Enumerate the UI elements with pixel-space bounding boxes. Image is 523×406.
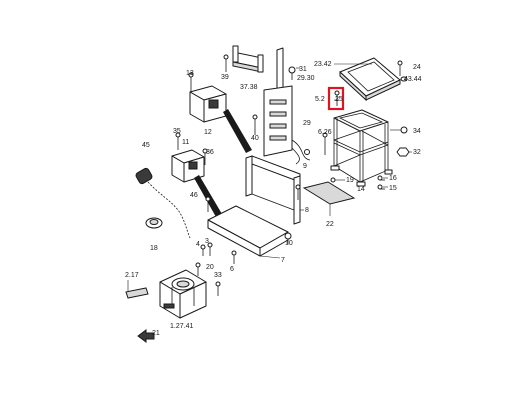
label-1-27-41: 1.27.41 <box>170 323 193 330</box>
screw-16 <box>377 175 385 181</box>
label-19: 19 <box>346 177 354 184</box>
screw-15 <box>377 184 385 190</box>
base-plate-7 <box>207 205 289 257</box>
leader-lines <box>127 63 412 292</box>
screw-19 <box>330 177 336 183</box>
screw-6-26 <box>322 132 328 155</box>
label-16: 16 <box>389 175 397 182</box>
assembly-arrow-upper <box>223 109 252 153</box>
label-23-42: 23.42 <box>314 61 332 68</box>
assembly-arrow-lower <box>194 175 222 217</box>
label-43-44: 43.44 <box>404 76 422 83</box>
label-18: 18 <box>150 245 158 252</box>
label-15: 15 <box>389 185 397 192</box>
screw-9 <box>295 184 301 200</box>
label-2-17: 2.17 <box>125 272 139 279</box>
bracket-37-38 <box>232 45 264 73</box>
label-10: 10 <box>285 240 293 247</box>
screw-25 <box>334 90 340 106</box>
label-5-2: 5.2 <box>315 96 325 103</box>
screw-29-30 <box>288 66 296 80</box>
screw-36 <box>202 148 208 165</box>
label-13: 13 <box>186 70 194 77</box>
label-31: 31 <box>299 66 307 73</box>
label-37-38: 37.38 <box>240 84 258 91</box>
motor-housing <box>159 269 207 319</box>
nut-32 <box>396 147 410 157</box>
label-8: 8 <box>305 207 309 214</box>
highlight-box <box>327 86 345 111</box>
screw-46 <box>205 196 211 212</box>
screw-3 <box>207 242 213 256</box>
screw-24 <box>397 60 403 76</box>
screw-35 <box>175 132 181 150</box>
label-45: 45 <box>142 142 150 149</box>
direction-arrow-21 <box>137 329 155 343</box>
cable-29 <box>291 139 311 161</box>
label-40: 40 <box>251 135 259 142</box>
block-12 <box>189 85 227 123</box>
screw-6 <box>231 250 237 264</box>
screw-10 <box>284 232 292 244</box>
label-33: 33 <box>214 272 222 279</box>
cover-plate-23-42 <box>339 57 401 102</box>
screw-40 <box>252 114 258 135</box>
label-14: 14 <box>357 186 365 193</box>
bracket-8 <box>245 155 301 225</box>
vertical-frame <box>263 47 300 165</box>
cable-45 <box>135 167 191 239</box>
screw-4 <box>200 244 206 256</box>
mat-22 <box>302 181 356 205</box>
label-46: 46 <box>190 192 198 199</box>
label-7: 7 <box>281 257 285 264</box>
label-24: 24 <box>413 64 421 71</box>
label-9: 9 <box>303 163 307 170</box>
screw-39 <box>223 54 229 72</box>
label-21: 21 <box>152 330 160 337</box>
screw-20 <box>195 262 201 276</box>
label-6-26: 6.26 <box>318 129 332 136</box>
label-34: 34 <box>413 128 421 135</box>
part-labels: 13 39 37.38 12 31 29.30 23.42 24 43.44 5… <box>125 61 422 337</box>
label-39: 39 <box>221 74 229 81</box>
label-29-30: 29.30 <box>297 75 315 82</box>
label-29: 29 <box>303 120 311 127</box>
label-32: 32 <box>413 149 421 156</box>
frame-14 <box>330 109 393 187</box>
washer-34 <box>400 126 408 134</box>
grommet-18 <box>145 217 163 229</box>
label-35: 35 <box>173 128 181 135</box>
label-12: 12 <box>204 129 212 136</box>
label-20: 20 <box>206 264 214 271</box>
label-25: 25 <box>335 96 343 103</box>
label-22: 22 <box>326 221 334 228</box>
label-36: 36 <box>206 149 214 156</box>
label-3: 3 <box>205 238 209 245</box>
label-11: 11 <box>182 139 189 146</box>
strip-2-17 <box>125 287 149 299</box>
label-4: 4 <box>196 241 200 248</box>
screw-33 <box>215 281 221 296</box>
label-6: 6 <box>230 266 234 273</box>
